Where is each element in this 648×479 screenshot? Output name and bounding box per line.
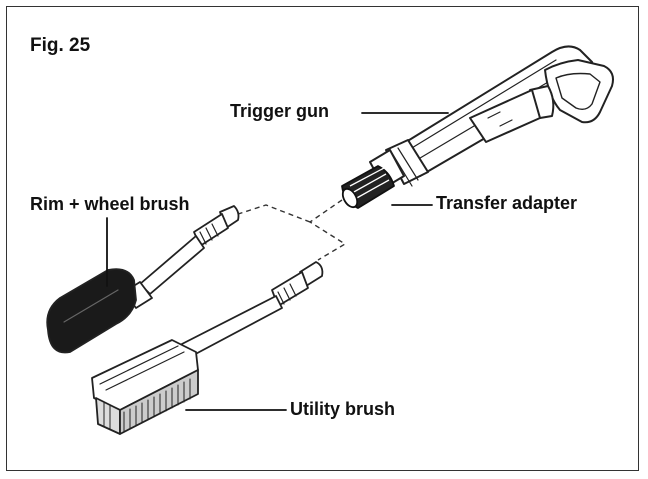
label-trigger-gun: Trigger gun [230, 101, 329, 121]
label-utility-brush: Utility brush [290, 399, 396, 419]
leader-lines [106, 112, 449, 411]
rim-wheel-brush [46, 205, 240, 354]
label-transfer-adapter: Transfer adapter [436, 193, 578, 213]
label-rim-wheel-brush: Rim + wheel brush [30, 194, 190, 214]
figure-title: Fig. 25 [30, 35, 91, 56]
utility-brush [91, 261, 324, 435]
assembly-guide-lines [231, 199, 347, 261]
trigger-gun [369, 45, 614, 189]
transfer-adapter [341, 165, 395, 209]
figure-frame [6, 6, 639, 471]
